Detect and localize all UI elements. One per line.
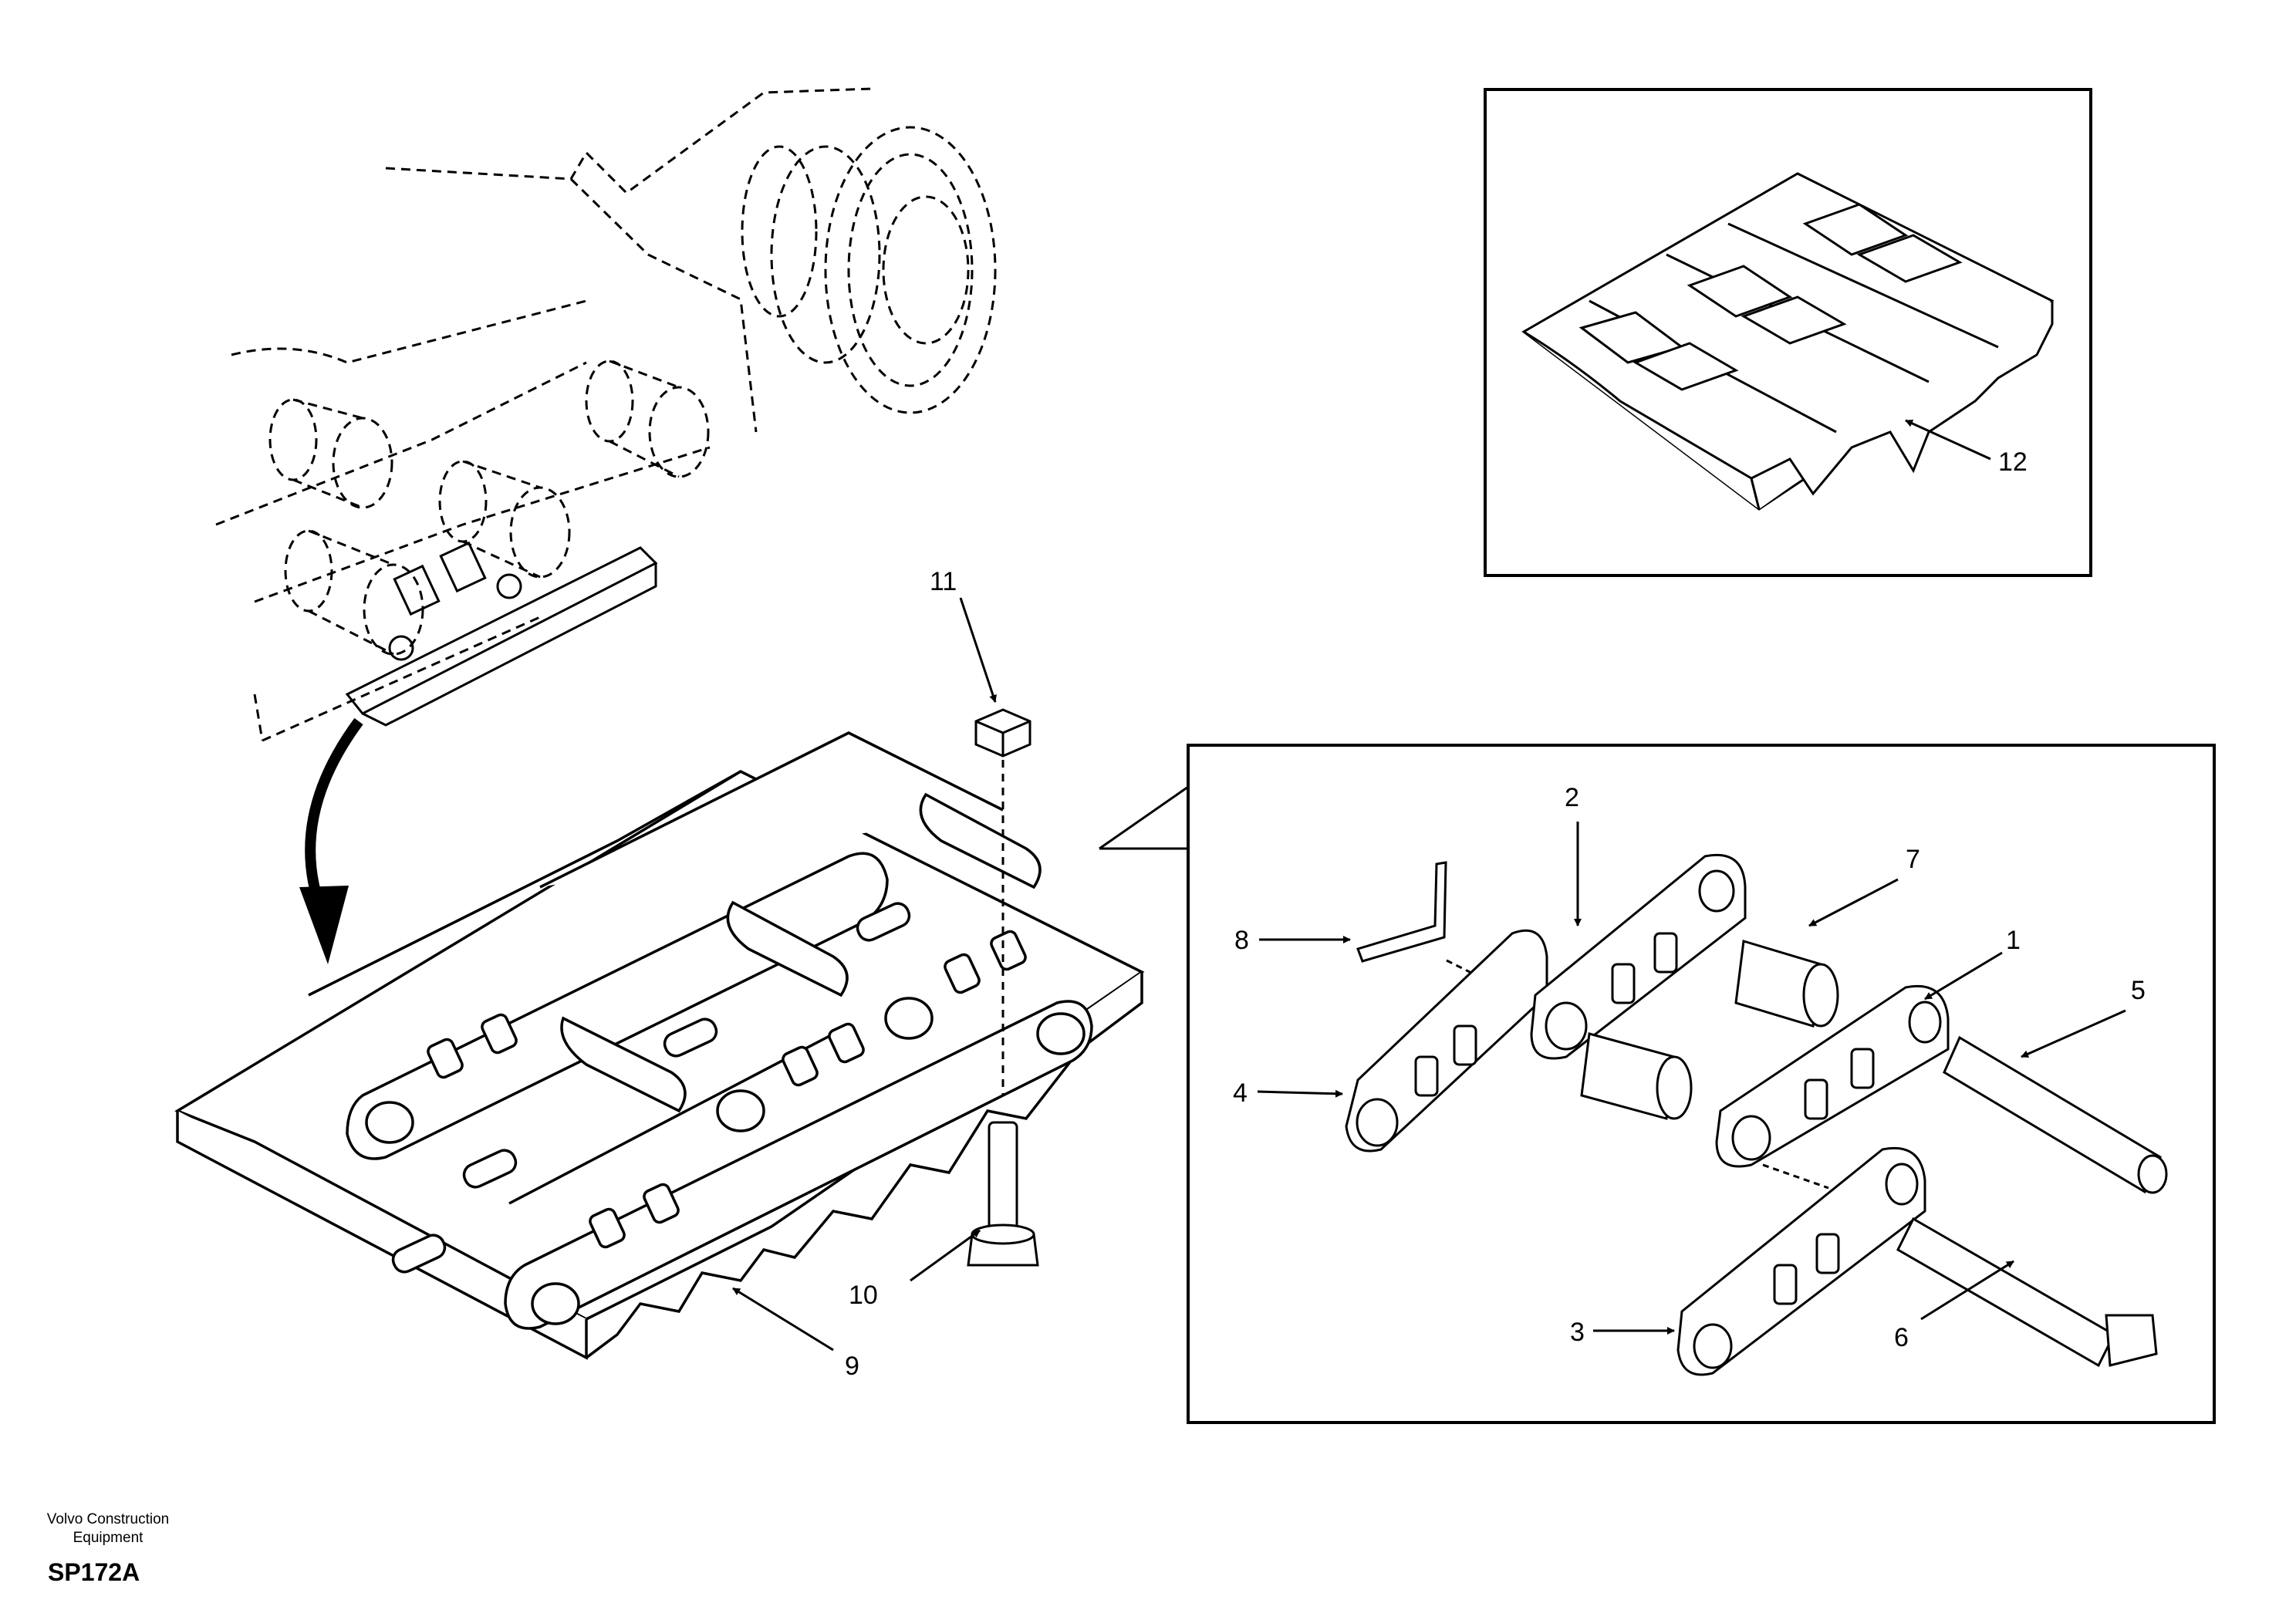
- label-part-1: 1: [2006, 926, 2021, 955]
- label-part-4: 4: [1233, 1078, 1248, 1108]
- label-part-10: 10: [849, 1281, 878, 1310]
- diagram-code: SP172A: [48, 1558, 140, 1586]
- nut-part: [974, 708, 1032, 758]
- rubber-pad-inset-frame: [1484, 88, 2092, 577]
- label-part-6: 6: [1894, 1323, 1909, 1352]
- undercarriage-context: [215, 87, 997, 742]
- rubber-pad-drawing: [1521, 172, 2055, 511]
- link-assembly-drawing: [1345, 853, 2168, 1376]
- label-part-7: 7: [1906, 845, 1920, 874]
- chain-strip-context: [345, 541, 658, 727]
- label-part-12: 12: [1998, 447, 2028, 477]
- track-shoe-assembly: [174, 731, 1145, 1360]
- company-line-1: Volvo Construction: [46, 1511, 170, 1527]
- label-part-11: 11: [930, 567, 957, 596]
- curved-arrow: [299, 717, 363, 964]
- bolt-part: [967, 1121, 1039, 1267]
- label-part-3: 3: [1570, 1318, 1585, 1347]
- inset-callout-diag: [1099, 785, 1189, 850]
- part-labels: 1 2 3 4 5 6 7 8 9 10 11 12: [845, 447, 2146, 1381]
- company-line-2: Equipment: [73, 1530, 144, 1546]
- company-name: Volvo Construction Equipment: [0, 1510, 216, 1547]
- label-part-9: 9: [845, 1352, 859, 1381]
- link-assembly-inset-frame: [1187, 744, 2216, 1424]
- label-part-2: 2: [1565, 783, 1579, 812]
- label-part-5: 5: [2131, 976, 2146, 1005]
- leader-lines: [732, 419, 2126, 1352]
- label-part-8: 8: [1234, 926, 1249, 955]
